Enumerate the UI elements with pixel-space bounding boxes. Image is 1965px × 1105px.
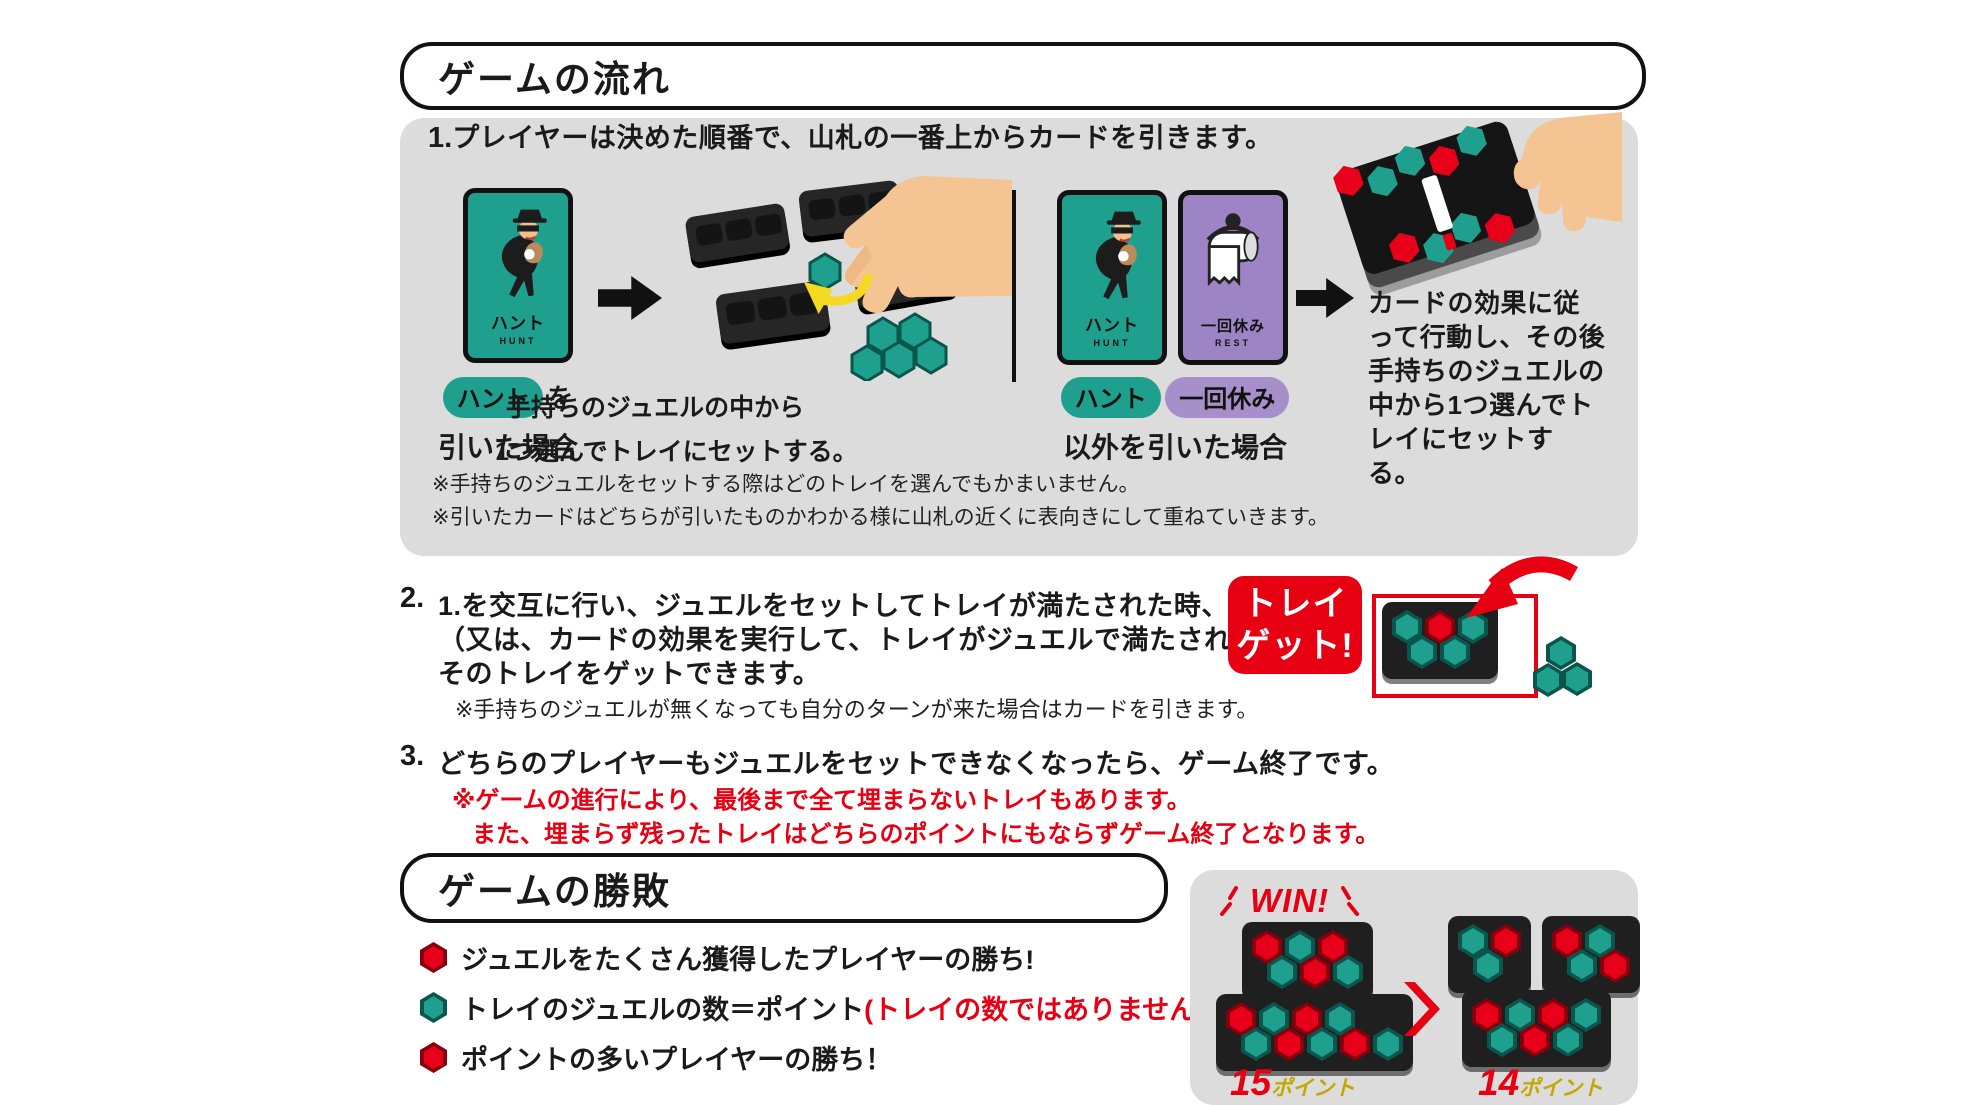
bullet-text: ポイントの多いプレイヤーの勝ち！ xyxy=(461,1045,893,1075)
left-caption: ハント を 引いた場合 xyxy=(398,377,618,466)
bullet-red-text: (トレイの数ではありません。) xyxy=(864,995,1219,1025)
mid-caption: 手持ちのジュエルの中から 1つ選んでトレイにセットする。 xyxy=(495,388,858,468)
deck-icon xyxy=(1330,121,1542,295)
flow-title-box: ゲームの流れ xyxy=(400,42,1646,110)
left-caption-suffix: を xyxy=(547,383,574,413)
rest-card: 一回休み REST xyxy=(1178,190,1288,365)
step3-red-note1: ※ゲームの進行により、最後まで全て埋まらないトレイもあります。 xyxy=(452,787,1191,814)
hunt-card: ハント HUNT xyxy=(463,188,573,363)
rest-pill: 一回休み xyxy=(1165,377,1290,418)
win-label: WIN! xyxy=(1218,882,1361,920)
flow-title: ゲームの流れ xyxy=(438,59,671,100)
teal-jewel-icon xyxy=(1562,662,1592,696)
step3-number: 3. xyxy=(400,740,425,772)
result-bullet: トレイのジュエルの数＝ポイント(トレイの数ではありません。) xyxy=(420,988,1219,1027)
badge-line1: トレイ xyxy=(1242,585,1348,623)
loose-jewels xyxy=(850,312,948,381)
result-bullet: ジュエルをたくさん獲得したプレイヤーの勝ち! xyxy=(420,938,1034,977)
win-marks-left xyxy=(1220,886,1238,916)
step2-line3: そのトレイをゲットできます。 xyxy=(438,659,821,689)
step1-line: 1.プレイヤーは決めた順番で、山札の一番上からカードを引きます。 xyxy=(428,116,1273,155)
step2-line1: 1.を交互に行い、ジュエルをセットしてトレイが満たされた時、 xyxy=(438,591,1229,621)
toilet-paper-icon xyxy=(1195,209,1271,305)
deck-hand-illustration xyxy=(1330,112,1622,295)
rest-card-label: 一回休み xyxy=(1200,318,1265,335)
step2-line2: （又は、カードの効果を実行して、トレイがジュエルで満たされた時） xyxy=(438,625,1314,655)
bullet-text: ジュエルをたくさん獲得したプレイヤーの勝ち! xyxy=(461,945,1035,975)
bullet-text: トレイのジュエルの数＝ポイント xyxy=(461,995,865,1025)
hunt-card-sub: HUNT xyxy=(499,336,537,346)
jewel-icon xyxy=(420,1042,447,1073)
result-title-box: ゲームの勝敗 xyxy=(400,853,1168,923)
tray-hand-illustration xyxy=(685,176,1012,381)
step1-note2: ※引いたカードはどちらが引いたものかわかる様に山札の近くに表向きにして重ねていき… xyxy=(432,506,1329,529)
teal-jewel-icon xyxy=(808,252,842,291)
mid-caption-line1: 手持ちのジュエルの中から xyxy=(505,394,805,422)
deck-effect-text: カードの効果に従って行動し、その後手持ちのジュエルの中から1つ選んでトレイにセッ… xyxy=(1368,288,1606,488)
tray-highlight-frame xyxy=(1372,594,1538,698)
hunt-pill: ハント xyxy=(442,377,543,418)
step2-note: ※手持ちのジュエルが無くなっても自分のターンが来た場合はカードを引きます。 xyxy=(455,697,1259,722)
jewel-icon xyxy=(420,942,447,973)
step2-number: 2. xyxy=(400,582,425,614)
tray-get-badge: トレイ ゲット! xyxy=(1228,576,1362,674)
right-caption: ハント 一回休み 以外を引いた場合 xyxy=(1040,377,1310,466)
left-caption-line2: 引いた場合 xyxy=(437,432,578,463)
yellow-arrow-head xyxy=(803,281,833,314)
hunt-card-label: ハント xyxy=(1085,316,1139,335)
step1-number: 1. xyxy=(428,122,453,154)
hand-icon xyxy=(1513,112,1622,232)
divider xyxy=(1012,190,1016,382)
step3-text: どちらのプレイヤーもジュエルをセットできなくなったら、ゲーム終了です。 xyxy=(438,749,1395,779)
hand-icon xyxy=(843,176,1012,313)
thief-icon xyxy=(1076,209,1148,307)
thief-icon xyxy=(482,207,554,305)
step3-red-note2: また、埋まらず残ったトレイはどちらのポイントにもならずゲーム終了となります。 xyxy=(472,821,1380,848)
jewel-icon xyxy=(420,992,447,1023)
winner-points: 15ポイント xyxy=(1230,1062,1356,1103)
loser-tray xyxy=(1462,990,1611,1067)
loser-tray xyxy=(1448,916,1531,993)
winner-tray xyxy=(1216,994,1413,1071)
red-arrow-icon xyxy=(1466,556,1578,618)
result-title: ゲームの勝敗 xyxy=(438,871,671,912)
step1-note1: ※手持ちのジュエルをセットする際はどのトレイを選んでもかまいません。 xyxy=(432,473,1140,496)
badge-line2: ゲット! xyxy=(1236,627,1354,665)
win-marks-right xyxy=(1341,886,1360,916)
tray-icon xyxy=(716,281,831,350)
get-tray xyxy=(1382,602,1498,679)
step1-text: プレイヤーは決めた順番で、山札の一番上からカードを引きます。 xyxy=(452,123,1273,153)
hunt-card-label: ハント xyxy=(491,314,545,333)
hunt-card-sub: HUNT xyxy=(1093,338,1131,348)
loser-points: 14ポイント xyxy=(1478,1062,1604,1103)
tray-icon xyxy=(685,203,790,269)
yellow-arrow-icon xyxy=(815,273,873,306)
result-bullet: ポイントの多いプレイヤーの勝ち！ xyxy=(420,1038,892,1077)
hunt-card: ハント HUNT xyxy=(1057,190,1167,365)
winner-tray xyxy=(1242,922,1373,999)
teal-jewel-icon xyxy=(1373,1027,1403,1061)
hunt-pill: ハント xyxy=(1060,377,1161,418)
rest-card-sub: REST xyxy=(1214,338,1251,348)
loser-tray xyxy=(1542,916,1640,993)
mid-caption-line2: 1つ選んでトレイにセットする。 xyxy=(495,438,858,466)
right-caption-line2: 以外を引いた場合 xyxy=(1062,432,1287,463)
win-example-panel: WIN! 15ポイント 14ポイント xyxy=(1190,870,1640,1105)
